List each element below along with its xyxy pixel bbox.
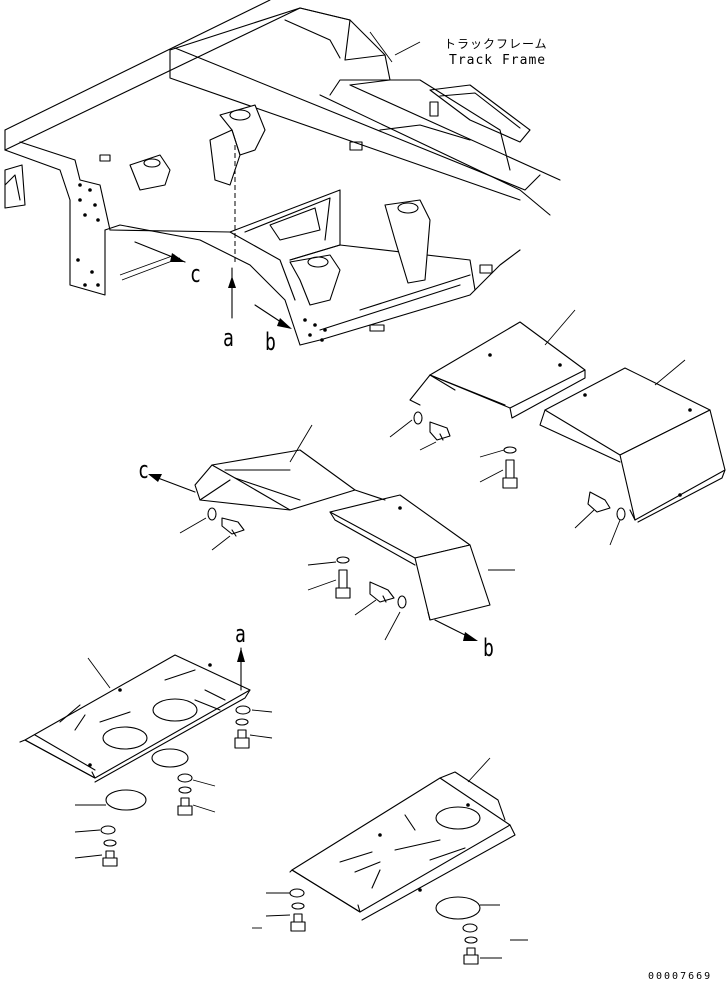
cover-ref-label-c: c: [138, 456, 149, 484]
cover-ref-label-a: a: [235, 620, 246, 648]
view-label-a: a: [223, 324, 234, 352]
cover-plate-a: [307, 489, 515, 641]
track-frame-label-en: Track Frame: [449, 53, 547, 68]
track-frame: [4, 0, 561, 346]
drawing-number: 00007669: [648, 971, 713, 982]
view-label-c: c: [190, 260, 201, 288]
track-frame-label-jp: トラックフレーム: [444, 37, 548, 51]
under-cover-right: [252, 757, 528, 965]
cover-ref-label-b: b: [483, 634, 494, 662]
view-label-b: b: [265, 328, 276, 356]
under-cover-left: [19, 647, 273, 867]
cover-plate-c: [148, 424, 356, 551]
cover-plate-b: [389, 309, 726, 546]
